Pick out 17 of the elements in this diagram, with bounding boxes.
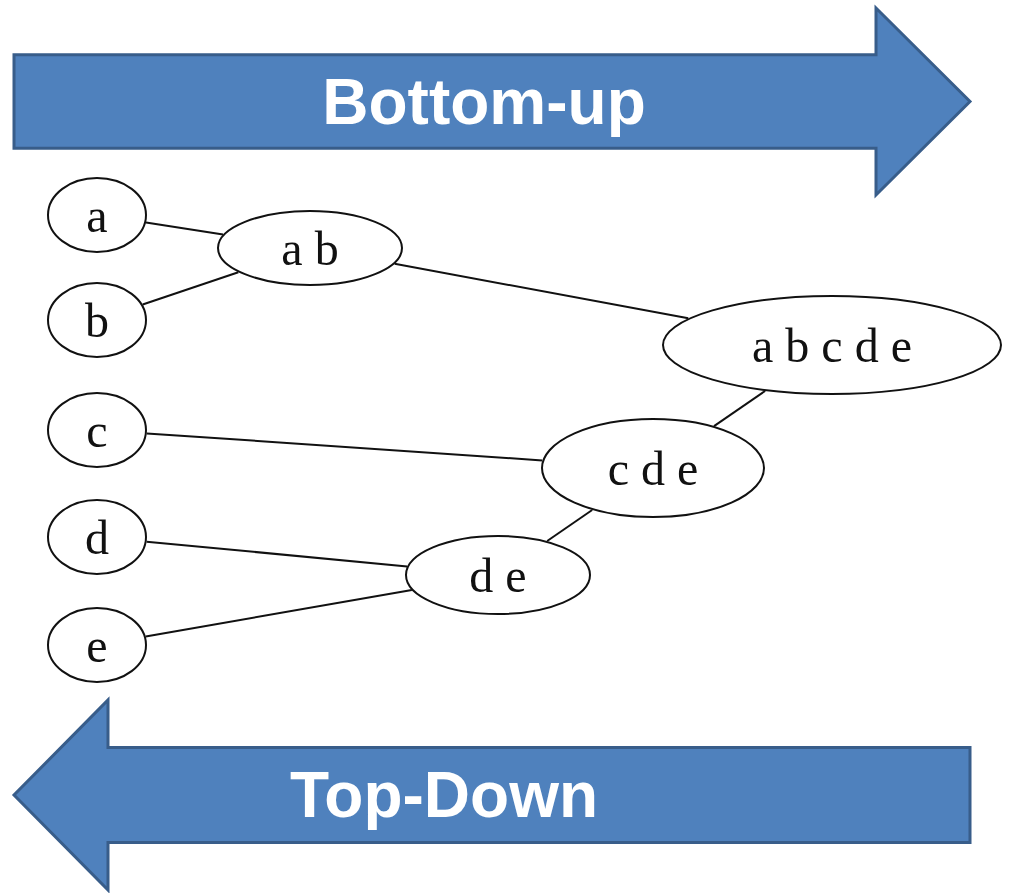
- ellipse-node: a: [47, 177, 147, 253]
- connector-line: [546, 509, 594, 543]
- connector-line: [145, 432, 544, 462]
- ellipse-node: c: [47, 392, 147, 468]
- ellipse-node: c d e: [541, 418, 765, 518]
- connector-line: [713, 389, 767, 428]
- ellipse-node: d e: [405, 535, 591, 615]
- connector-line: [145, 221, 225, 236]
- ellipse-node: e: [47, 607, 147, 683]
- ellipse-node: a b c d e: [662, 295, 1002, 395]
- ellipse-node: d: [47, 499, 147, 575]
- connector-line: [393, 262, 690, 320]
- connector-line: [145, 540, 409, 568]
- ellipse-node: a b: [217, 210, 403, 286]
- connector-line: [144, 589, 413, 638]
- connector-line: [141, 271, 240, 306]
- ellipse-node: b: [47, 282, 147, 358]
